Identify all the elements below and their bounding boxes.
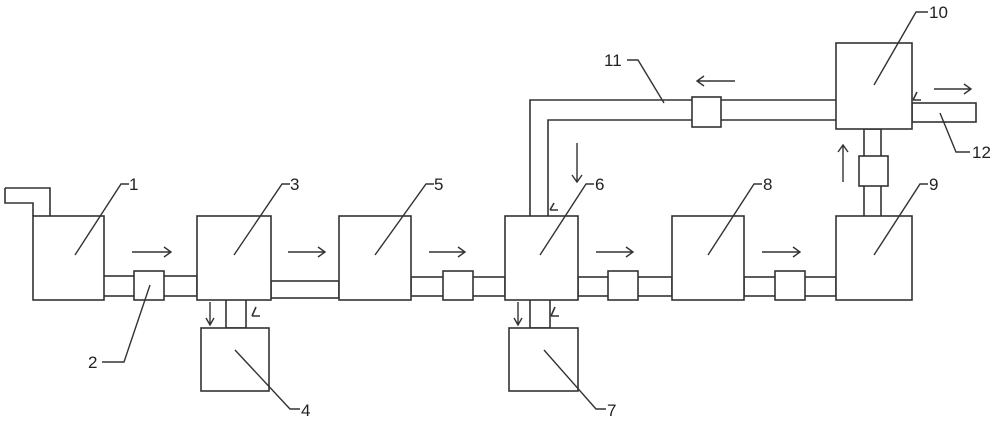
riser-valve bbox=[858, 155, 889, 187]
arrow-down-into-6 bbox=[571, 143, 583, 184]
unit-5 bbox=[338, 215, 412, 301]
leader-4 bbox=[234, 349, 300, 410]
label-11: 11 bbox=[604, 51, 622, 70]
leader-11 bbox=[627, 59, 665, 104]
leader-9 bbox=[873, 183, 928, 256]
valve-6-8 bbox=[607, 270, 639, 301]
drain-pipe-6-7 bbox=[529, 297, 551, 329]
valve-11 bbox=[691, 96, 722, 128]
arrow-right-outlet bbox=[934, 83, 973, 95]
valve-5-6 bbox=[442, 270, 474, 301]
inlet-hopper bbox=[4, 187, 51, 216]
fitting-3 bbox=[251, 306, 260, 317]
outlet-pipe-12 bbox=[911, 102, 977, 123]
unit-8 bbox=[671, 215, 745, 301]
label-1: 1 bbox=[129, 175, 138, 194]
leader-3 bbox=[233, 183, 290, 256]
fitting-10 bbox=[912, 91, 921, 101]
label-6: 6 bbox=[595, 175, 604, 194]
leader-7 bbox=[543, 349, 606, 410]
arrow-right-4 bbox=[596, 246, 635, 258]
label-7: 7 bbox=[607, 401, 616, 420]
label-5: 5 bbox=[434, 175, 443, 194]
leader-10 bbox=[873, 11, 928, 86]
leader-12 bbox=[939, 112, 970, 153]
arrow-right-3 bbox=[429, 246, 467, 258]
arrow-right-5 bbox=[762, 246, 802, 258]
unit-4 bbox=[200, 327, 270, 392]
unit-9 bbox=[835, 215, 913, 301]
return-pipe-11 bbox=[529, 99, 836, 216]
label-12: 12 bbox=[972, 143, 991, 162]
leader-2 bbox=[102, 284, 151, 363]
leader-6 bbox=[539, 183, 594, 256]
drain-pipe-3-4 bbox=[225, 297, 247, 329]
unit-3 bbox=[196, 215, 272, 301]
label-4: 4 bbox=[301, 401, 310, 420]
unit-10 bbox=[835, 42, 913, 130]
label-10: 10 bbox=[929, 3, 948, 22]
leader-5 bbox=[374, 183, 434, 256]
arrow-right-1 bbox=[132, 246, 173, 258]
arrow-down-to-7 bbox=[513, 302, 523, 327]
arrow-up-9-10 bbox=[837, 143, 849, 182]
unit-6 bbox=[504, 215, 579, 301]
valve-8-9 bbox=[774, 270, 806, 301]
leader-8 bbox=[707, 183, 762, 256]
arrow-left-return bbox=[695, 75, 735, 87]
label-3: 3 bbox=[290, 175, 299, 194]
fitting-6-top bbox=[549, 202, 558, 211]
label-2: 2 bbox=[88, 353, 97, 372]
fitting-6-bottom bbox=[550, 306, 559, 317]
pipe-3-5 bbox=[270, 280, 340, 299]
arrow-right-2 bbox=[288, 246, 327, 258]
valve-2 bbox=[133, 270, 165, 301]
label-8: 8 bbox=[763, 175, 772, 194]
tank-1 bbox=[32, 215, 105, 301]
unit-7 bbox=[508, 327, 579, 392]
label-9: 9 bbox=[929, 175, 938, 194]
leader-1 bbox=[74, 183, 129, 256]
arrow-down-to-4 bbox=[205, 302, 215, 327]
